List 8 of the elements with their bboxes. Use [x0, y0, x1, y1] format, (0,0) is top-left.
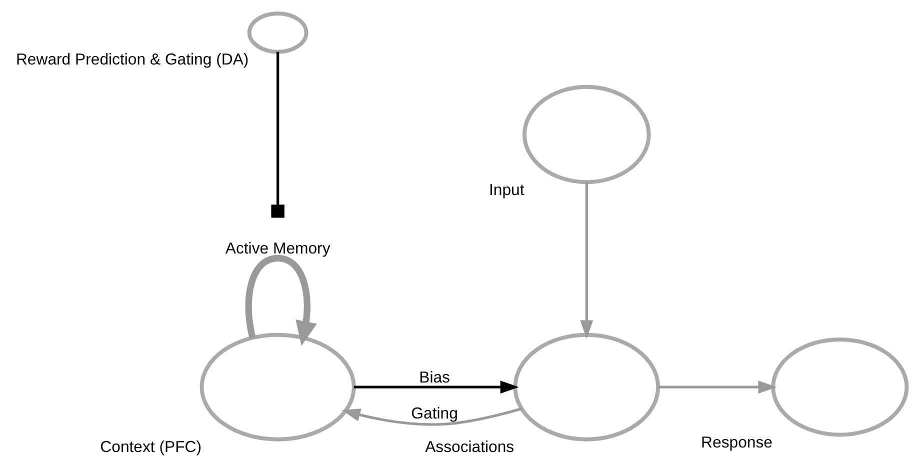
- node-label: Reward Prediction & Gating (DA): [16, 52, 249, 69]
- node-label: Response: [701, 434, 772, 452]
- edge-label: Gating: [411, 405, 458, 422]
- edge-label: Active Memory: [225, 240, 330, 258]
- node-label: Input: [488, 182, 524, 199]
- edge-label: Bias: [419, 370, 450, 387]
- node-label: Context (PFC): [100, 439, 202, 456]
- node-label: Associations: [425, 439, 514, 456]
